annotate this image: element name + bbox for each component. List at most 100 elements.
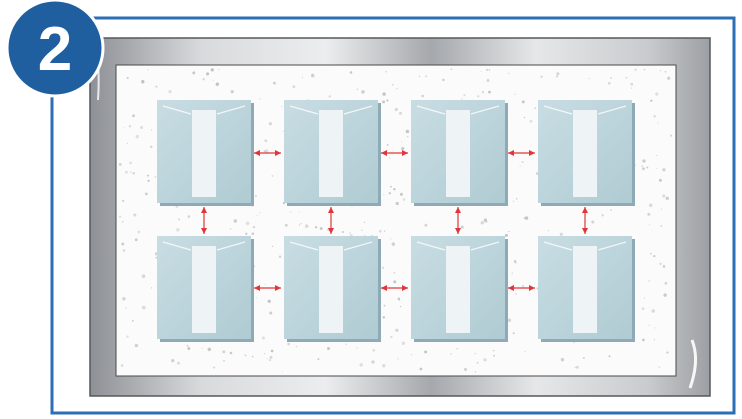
speckle — [559, 232, 563, 237]
tile-strip — [446, 110, 470, 197]
speckle — [133, 213, 137, 217]
speckle — [405, 129, 410, 134]
speckle — [547, 230, 550, 232]
spacer-arrow-vertical — [455, 207, 461, 234]
speckle — [670, 134, 673, 137]
speckle — [298, 211, 301, 213]
speckle — [218, 69, 220, 71]
speckle — [292, 85, 296, 88]
speckle — [477, 95, 480, 98]
speckle — [129, 161, 132, 165]
speckle — [450, 353, 452, 355]
speckle — [130, 171, 132, 173]
speckle — [647, 212, 651, 216]
speckle — [141, 274, 146, 278]
speckle — [399, 111, 402, 115]
speckle — [359, 363, 363, 367]
speckle — [259, 212, 261, 214]
tile-glare — [289, 241, 319, 251]
speckle — [521, 100, 525, 104]
speckle — [264, 283, 266, 285]
spacer-arrow-vertical — [201, 207, 207, 234]
speckle — [382, 316, 386, 319]
speckle — [667, 76, 671, 80]
speckle — [269, 355, 273, 359]
speckle — [155, 85, 158, 88]
speckle — [327, 347, 330, 350]
speckle — [301, 76, 304, 78]
speckle — [666, 351, 669, 354]
speckle — [396, 87, 398, 90]
speckle — [124, 170, 128, 174]
speckle — [382, 100, 386, 104]
speckle — [481, 91, 485, 94]
speckle — [256, 214, 258, 216]
speckle — [486, 68, 489, 72]
speckle — [150, 145, 153, 148]
speckle — [118, 162, 122, 166]
speckle — [421, 94, 425, 98]
speckle — [272, 81, 276, 85]
speckle — [178, 218, 181, 221]
speckle — [215, 82, 220, 86]
speckle — [212, 79, 214, 81]
speckle — [263, 352, 266, 355]
speckle — [573, 341, 575, 344]
speckle — [201, 347, 203, 349]
step-badge: 2 — [5, 0, 105, 98]
speckle — [278, 255, 282, 258]
speckle — [390, 335, 393, 339]
speckle — [661, 208, 663, 210]
speckle — [229, 227, 232, 230]
speckle — [521, 284, 525, 288]
speckle — [187, 347, 191, 350]
speckle — [659, 69, 662, 72]
speckle — [391, 242, 396, 246]
speckle — [601, 214, 604, 217]
speckle — [381, 266, 385, 269]
speckle — [643, 297, 646, 299]
speckle — [251, 232, 255, 236]
speckle — [641, 307, 645, 310]
speckle — [610, 208, 613, 211]
speckle — [121, 199, 125, 203]
spacer-arrow-vertical — [582, 207, 588, 234]
speckle — [664, 70, 667, 73]
speckle — [120, 364, 124, 367]
speckle — [486, 78, 490, 82]
tile-glare — [216, 105, 246, 115]
tile-glare — [543, 241, 573, 251]
tile-grid — [157, 100, 635, 342]
tile-glare — [597, 105, 627, 115]
speckle — [653, 254, 656, 258]
speckle — [512, 200, 515, 203]
speckle — [382, 92, 386, 96]
speckle — [385, 71, 387, 73]
speckle — [141, 80, 145, 84]
speckle — [474, 352, 476, 355]
tile-glare — [416, 241, 446, 251]
speckle — [508, 230, 510, 233]
speckle — [144, 192, 148, 196]
speckle — [382, 364, 386, 368]
speckle — [317, 358, 320, 361]
speckle — [245, 221, 250, 226]
speckle — [401, 141, 403, 143]
speckle — [139, 125, 144, 129]
tile — [284, 100, 381, 206]
speckle — [126, 142, 129, 144]
speckle — [207, 347, 212, 352]
speckle — [389, 157, 391, 159]
speckle — [171, 358, 175, 363]
speckle — [410, 354, 413, 356]
speckle — [630, 82, 634, 86]
spacer-arrow-vertical — [328, 207, 334, 234]
speckle — [349, 232, 351, 235]
tile-strip — [319, 110, 343, 197]
speckle — [631, 87, 633, 89]
tile — [411, 100, 508, 206]
speckle — [395, 201, 399, 206]
speckle — [393, 188, 396, 191]
speckle — [383, 304, 386, 307]
speckle — [654, 327, 656, 329]
